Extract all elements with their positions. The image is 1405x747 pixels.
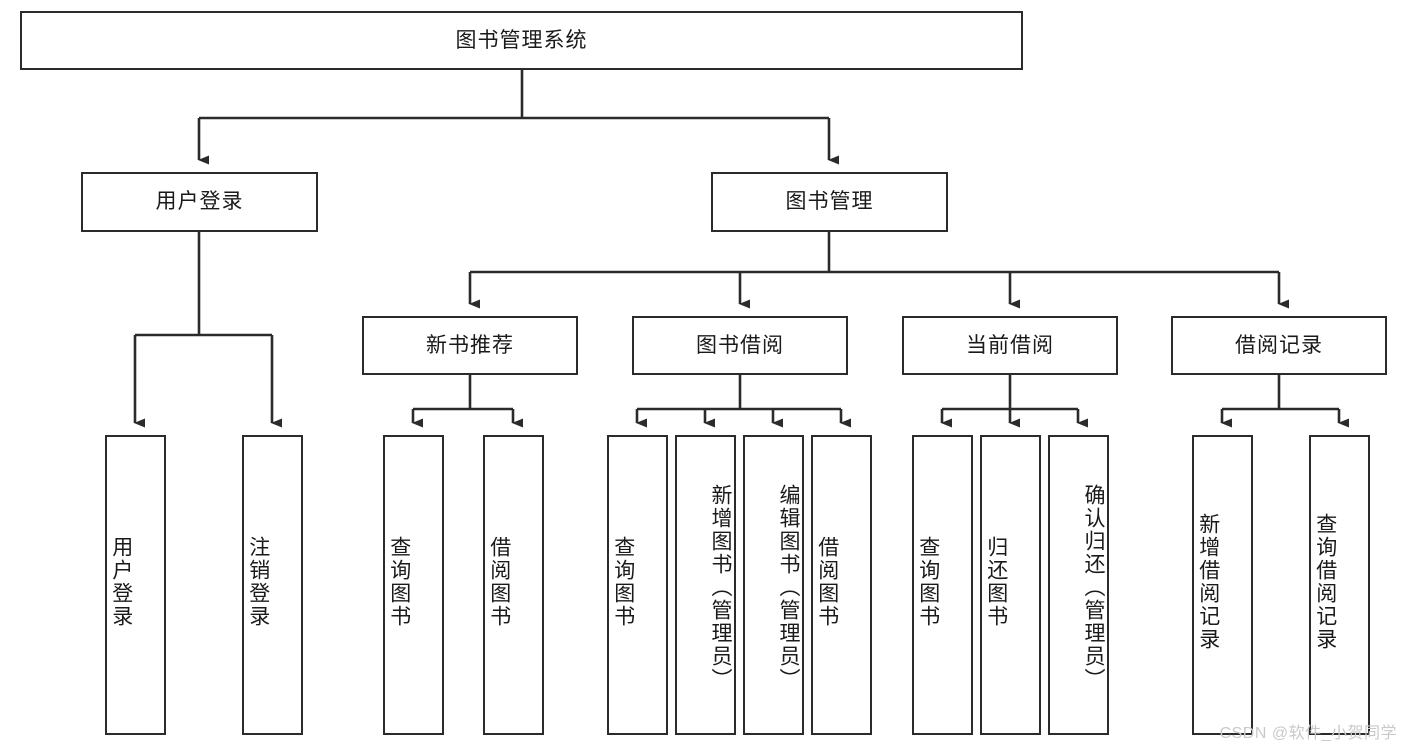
leaf-current-confirm-return-admin[interactable]: 确认归还（管理员） (1048, 435, 1109, 735)
leaf-borrow-query-book[interactable]: 查询图书 (607, 435, 668, 735)
node-root-system[interactable]: 图书管理系统 (20, 11, 1023, 70)
leaf-new-book-borrow[interactable]: 借阅图书 (483, 435, 544, 735)
leaf-record-query-record[interactable]: 查询借阅记录 (1309, 435, 1370, 735)
leaf-borrow-edit-book-admin[interactable]: 编辑图书（管理员） (743, 435, 804, 735)
node-borrow-record[interactable]: 借阅记录 (1171, 316, 1387, 375)
node-new-book-recommend[interactable]: 新书推荐 (362, 316, 578, 375)
leaf-new-book-query[interactable]: 查询图书 (383, 435, 444, 735)
node-user-login[interactable]: 用户登录 (81, 172, 318, 232)
node-current-borrow[interactable]: 当前借阅 (902, 316, 1118, 375)
leaf-user-login-login[interactable]: 用户登录 (105, 435, 166, 735)
node-book-management[interactable]: 图书管理 (711, 172, 948, 232)
leaf-record-add-record[interactable]: 新增借阅记录 (1192, 435, 1253, 735)
csdn-watermark: CSDN @软件_小贺同学 (1219, 725, 1397, 742)
leaf-current-return-book[interactable]: 归还图书 (980, 435, 1041, 735)
leaf-current-query-book[interactable]: 查询图书 (912, 435, 973, 735)
leaf-borrow-borrow-book[interactable]: 借阅图书 (811, 435, 872, 735)
leaf-borrow-add-book-admin[interactable]: 新增图书（管理员） (675, 435, 736, 735)
node-book-borrow[interactable]: 图书借阅 (632, 316, 848, 375)
leaf-user-login-logout[interactable]: 注销登录 (242, 435, 303, 735)
